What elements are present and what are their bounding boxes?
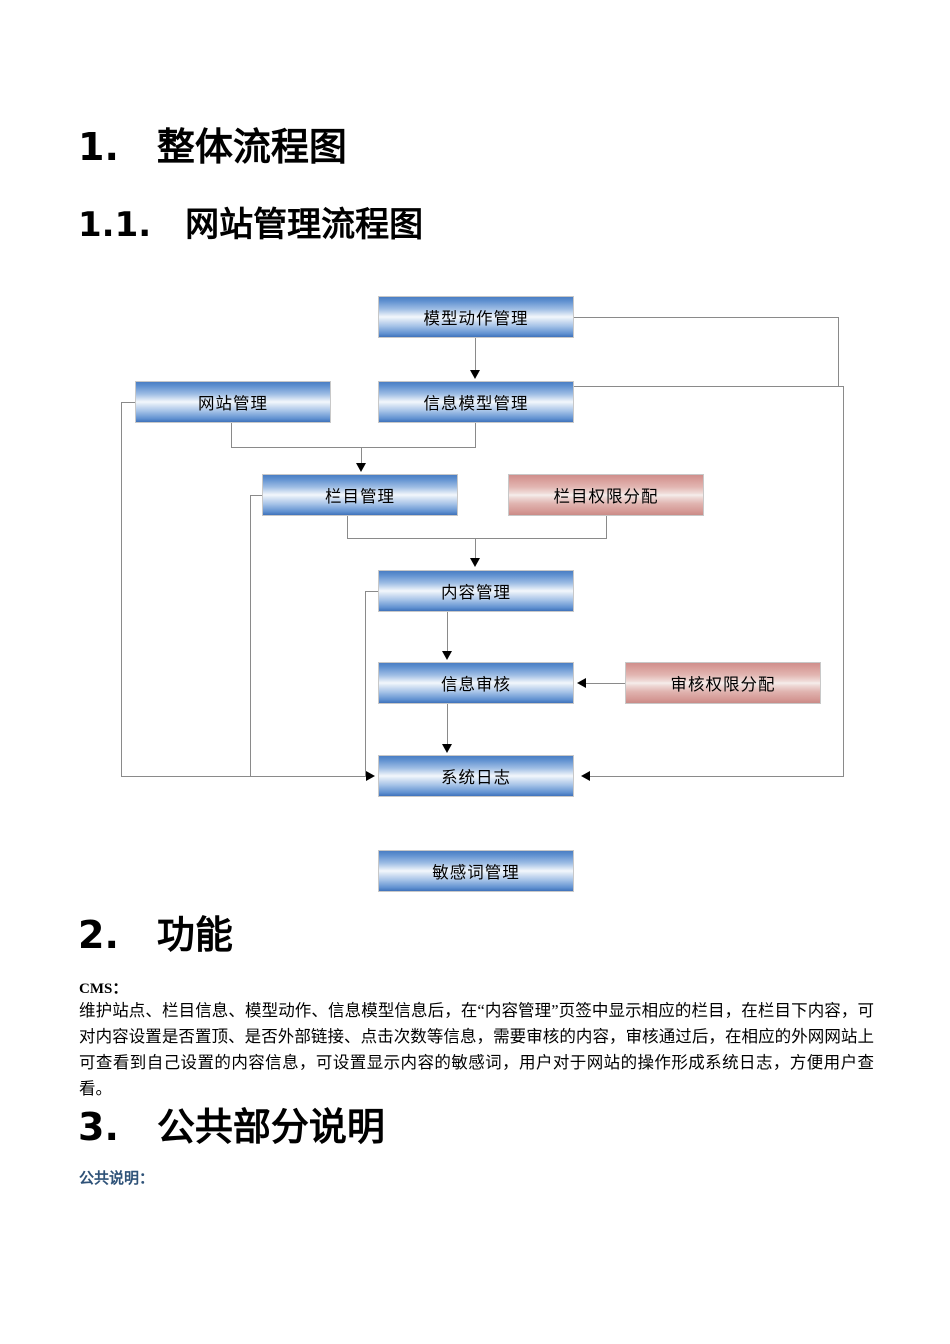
connector-site-manage-left-down: [121, 402, 122, 776]
flow-node-label: 栏目管理: [325, 487, 395, 506]
connector-column-manage-down: [347, 516, 348, 538]
section-heading-function: 2. 功能: [78, 913, 233, 957]
website-management-flowchart: 模型动作管理 网站管理 信息模型管理 栏目管理 栏目权限分配 内容管理 信息审核…: [0, 280, 950, 910]
flow-node-model-action[interactable]: 模型动作管理: [378, 296, 574, 338]
arrowhead-into-system-log-right: [581, 771, 590, 781]
connector-model-action-right: [574, 317, 838, 318]
page-title-overall-flow: 1. 整体流程图: [78, 125, 347, 169]
flow-node-system-log[interactable]: 系统日志: [378, 755, 574, 797]
connector-info-model-left: [361, 447, 476, 448]
flow-node-info-audit[interactable]: 信息审核: [378, 662, 574, 704]
flow-node-label: 内容管理: [441, 583, 511, 602]
connector-column-manage-left-down: [250, 495, 251, 776]
flow-node-label: 信息模型管理: [423, 394, 529, 413]
public-note-label: 公共说明：: [79, 1169, 155, 1187]
cms-label: CMS：: [79, 981, 128, 997]
connector-info-model-right: [574, 386, 843, 387]
arrowhead-into-column-manage: [356, 463, 366, 472]
connector-model-action-right-down: [838, 317, 839, 386]
connector-site-manage-right: [231, 447, 361, 448]
arrowhead-into-system-log: [442, 744, 452, 753]
arrowhead-into-info-audit: [442, 651, 452, 660]
flow-node-label: 网站管理: [198, 394, 268, 413]
connector-content-to-audit: [447, 612, 448, 652]
arrowhead-into-content-manage: [470, 558, 480, 567]
flow-node-label: 审核权限分配: [670, 675, 776, 694]
flow-node-site-manage[interactable]: 网站管理: [135, 381, 331, 423]
flow-node-label: 栏目权限分配: [553, 487, 659, 506]
connector-right-bus-to-log: [590, 776, 844, 777]
flow-node-keyword-manage[interactable]: 敏感词管理: [378, 850, 574, 892]
arrowhead-into-system-log-left: [366, 771, 375, 781]
flow-node-label: 信息审核: [441, 675, 511, 694]
cms-description-paragraph: 维护站点、栏目信息、模型动作、信息模型信息后，在“内容管理”页签中显示相应的栏目…: [79, 1001, 874, 1098]
connector-column-manage-left-stub: [250, 495, 264, 496]
flow-node-info-model[interactable]: 信息模型管理: [378, 381, 574, 423]
flow-node-column-permission[interactable]: 栏目权限分配: [508, 474, 704, 516]
arrowhead-into-info-model: [470, 370, 480, 379]
connector-content-manage-left-down: [365, 591, 366, 776]
connector-info-model-down: [475, 423, 476, 447]
connector-site-manage-to-log: [121, 776, 368, 777]
connector-content-manage-left-stub: [365, 591, 380, 592]
flow-node-audit-permission[interactable]: 审核权限分配: [625, 662, 821, 704]
connector-model-action-to-info-model: [475, 338, 476, 372]
connector-site-manage-left-stub: [121, 402, 136, 403]
section-heading-public: 3. 公共部分说明: [78, 1105, 385, 1149]
flow-node-label: 敏感词管理: [432, 863, 520, 882]
connector-column-permission-left: [475, 538, 607, 539]
flow-node-label: 模型动作管理: [423, 309, 529, 328]
connector-merge-to-column-manage: [361, 447, 362, 465]
arrowhead-into-info-audit-left: [577, 678, 586, 688]
flow-node-column-manage[interactable]: 栏目管理: [262, 474, 458, 516]
flow-node-content-manage[interactable]: 内容管理: [378, 570, 574, 612]
flow-node-label: 系统日志: [441, 768, 511, 787]
connector-audit-to-log: [447, 704, 448, 745]
section-heading-site-flow: 1.1. 网站管理流程图: [78, 205, 424, 245]
connector-column-permission-down: [606, 516, 607, 538]
connector-merge-to-content-manage: [475, 538, 476, 560]
connector-info-model-right-down: [843, 386, 844, 776]
connector-site-manage-down: [231, 423, 232, 447]
connector-column-manage-right: [347, 538, 476, 539]
connector-audit-permission-to-audit: [586, 683, 626, 684]
